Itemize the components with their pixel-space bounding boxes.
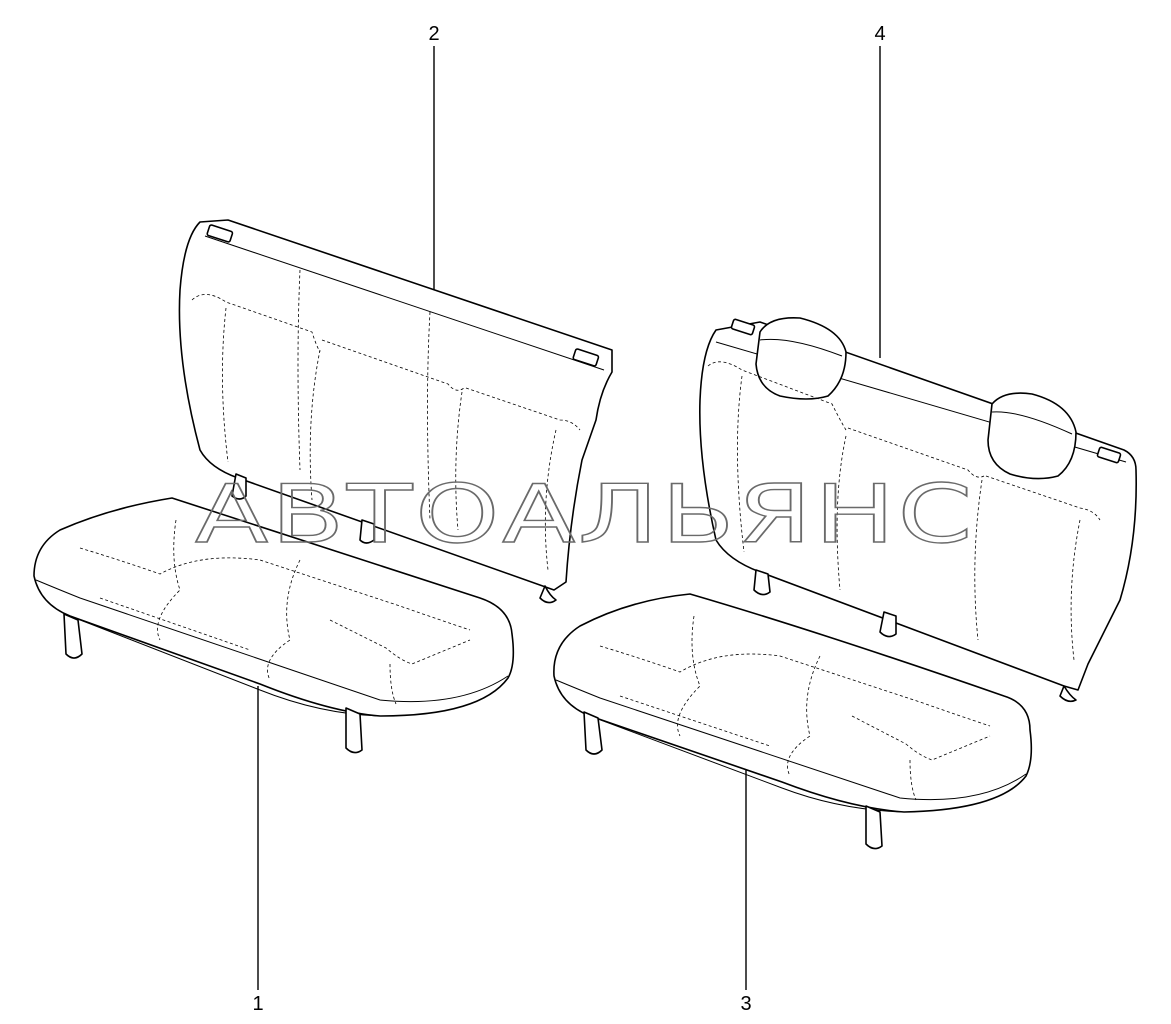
- right-seat-cushion: [553, 593, 1033, 850]
- left-backrest: [178, 219, 613, 604]
- callout-2: 2: [428, 23, 439, 45]
- right-backrest: [699, 316, 1137, 703]
- left-seat-cushion: [33, 497, 515, 754]
- callout-1: 1: [252, 993, 263, 1015]
- callout-3: 3: [740, 993, 751, 1015]
- callout-4: 4: [874, 23, 885, 45]
- watermark-text: АВТОАЛЬЯНС: [195, 468, 975, 561]
